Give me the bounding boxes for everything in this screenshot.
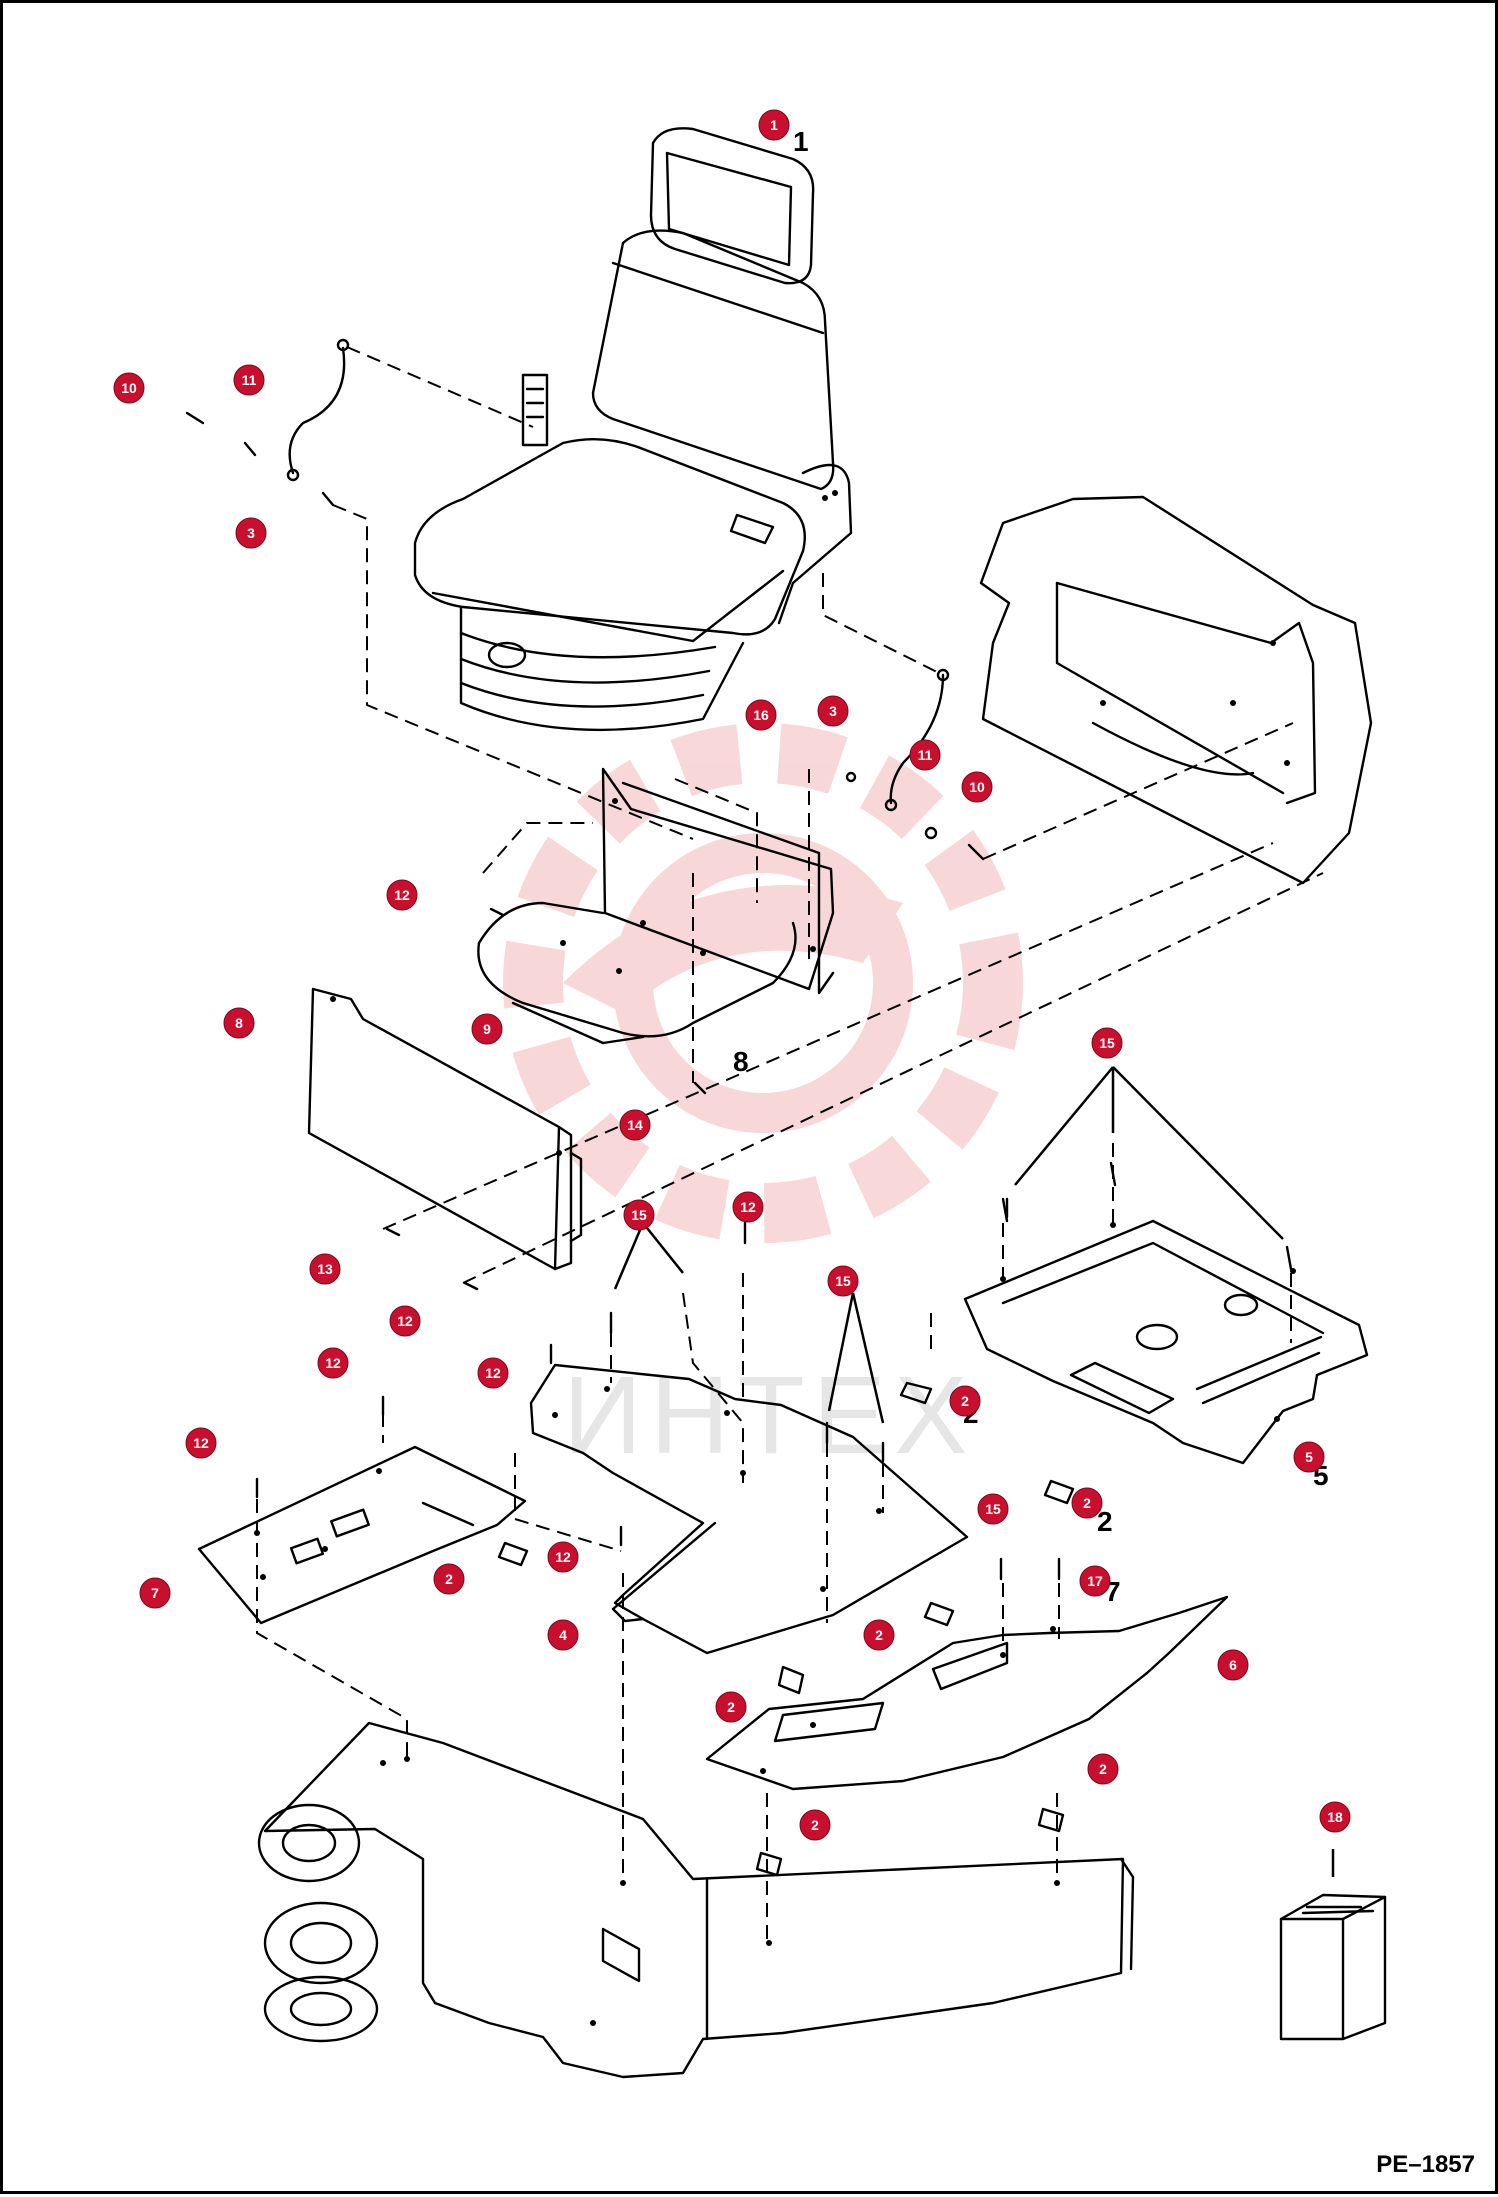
svg-text:6: 6 [1229,1657,1237,1673]
svg-text:2: 2 [875,1627,883,1643]
floor-plate-middle [514,1222,969,1655]
manual-box [1279,1849,1387,2041]
callout-2b: 2 [1071,1487,1103,1519]
svg-text:2: 2 [961,1393,969,1409]
clip-parts [497,1381,1075,1877]
bracket-panel-right [705,1583,1229,1943]
callout-15a: 15 [1091,1027,1123,1059]
callout-7: 7 [139,1577,171,1609]
svg-text:3: 3 [247,525,255,541]
callout-18: 18 [1319,1801,1351,1833]
svg-text:16: 16 [753,707,769,723]
chassis-frame [257,1721,1135,2079]
callout-11b: 11 [909,739,941,771]
callout-14: 14 [619,1109,651,1141]
callout-9: 9 [471,1013,503,1045]
callout-2e: 2 [715,1691,747,1723]
svg-text:10: 10 [121,380,137,396]
svg-text:12: 12 [394,887,410,903]
svg-text:17: 17 [1087,1573,1103,1589]
svg-text:2: 2 [1083,1495,1091,1511]
callout-12f: 12 [185,1427,217,1459]
part-label-8: 8 [733,1046,749,1077]
svg-text:12: 12 [485,1365,501,1381]
callout-11a: 11 [233,364,265,396]
svg-text:4: 4 [559,1627,567,1643]
callout-12e: 12 [477,1357,509,1389]
callouts: 1 10 11 3 16 3 11 10 12 9 8 14 15 13 12 … [113,109,1351,1841]
callout-10b: 10 [961,771,993,803]
floor-plate-left [197,1413,624,1883]
svg-text:2: 2 [445,1571,453,1587]
callout-12d: 12 [317,1347,349,1379]
svg-text:12: 12 [193,1435,209,1451]
svg-text:11: 11 [918,747,933,763]
bolt-hardware [255,907,1061,1581]
floor-plate-right [963,1066,1369,1465]
callout-2a: 2 [949,1385,981,1417]
svg-text:18: 18 [1327,1809,1343,1825]
callout-2d: 2 [863,1619,895,1651]
right-ground-cable [822,573,1294,861]
callout-2f: 2 [1087,1753,1119,1785]
callout-17: 17 [1079,1565,1111,1597]
svg-text:12: 12 [740,1199,756,1215]
svg-text:12: 12 [325,1355,341,1371]
seat-assembly [413,127,853,732]
callout-12a: 12 [386,879,418,911]
callout-5: 5 [1293,1441,1325,1473]
svg-text:2: 2 [811,1817,819,1833]
svg-text:8: 8 [235,1015,243,1031]
svg-text:2: 2 [1099,1761,1107,1777]
watermark-gear-icon [503,723,1023,1243]
part-label-2b: 2 [1097,1506,1113,1537]
callout-3a: 3 [235,517,267,549]
svg-text:14: 14 [627,1117,643,1133]
part-label-1: 1 [793,126,809,157]
svg-text:9: 9 [483,1021,491,1037]
svg-text:12: 12 [555,1549,571,1565]
exploded-parts-diagram: ИНТЕХ 1 [113,109,1387,2079]
svg-text:5: 5 [1305,1449,1313,1465]
callout-15d: 15 [977,1493,1009,1525]
callout-13: 13 [309,1253,341,1285]
callout-16: 16 [745,699,777,731]
callout-12c: 12 [732,1191,764,1223]
callout-1: 1 [758,109,790,141]
svg-text:13: 13 [317,1261,333,1277]
svg-text:10: 10 [969,779,985,795]
drawing-code: PE–1857 [1376,2151,1475,2178]
callout-3b: 3 [817,695,849,727]
svg-text:15: 15 [835,1273,851,1289]
callout-2c: 2 [433,1563,465,1595]
callout-6: 6 [1217,1649,1249,1681]
svg-text:11: 11 [242,372,257,388]
svg-text:15: 15 [1099,1035,1115,1051]
callout-2g: 2 [799,1809,831,1841]
svg-text:12: 12 [397,1313,413,1329]
svg-text:15: 15 [985,1501,1001,1517]
callout-10a: 10 [113,372,145,404]
callout-15c: 15 [827,1265,859,1297]
left-ground-cable [185,338,694,840]
watermark-text: ИНТЕХ [563,1354,975,1477]
callout-12g: 12 [547,1541,579,1573]
callout-15b: 15 [623,1199,655,1231]
cab-mount-structure [979,495,1373,885]
svg-text:2: 2 [727,1699,735,1715]
svg-text:7: 7 [151,1585,159,1601]
side-panel [307,842,1324,1284]
svg-text:3: 3 [829,703,837,719]
callout-8: 8 [223,1007,255,1039]
callout-4: 4 [547,1619,579,1651]
svg-text:15: 15 [631,1207,647,1223]
svg-text:1: 1 [770,117,778,133]
seat-base-bracket [477,767,835,1083]
callout-12b: 12 [389,1305,421,1337]
